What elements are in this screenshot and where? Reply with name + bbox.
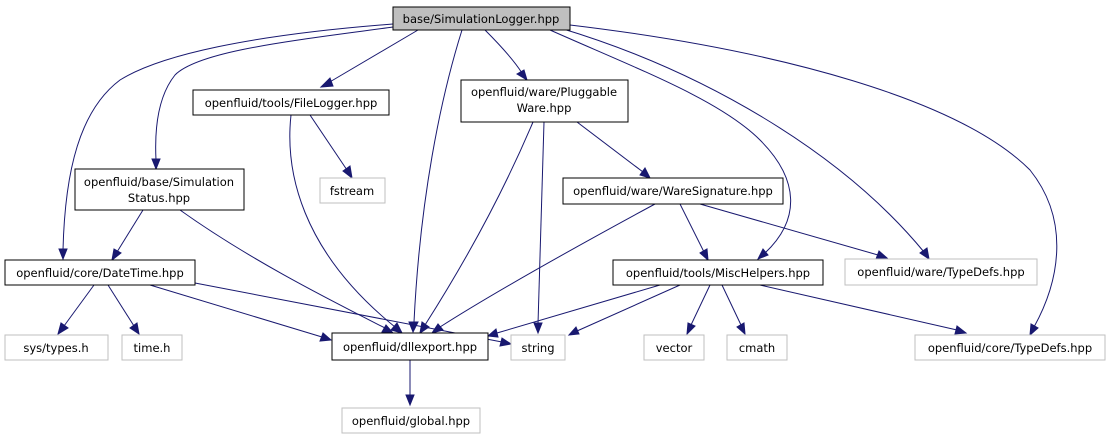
node-root-simulation-logger[interactable]: base/SimulationLogger.hpp xyxy=(392,6,571,31)
node-time-h[interactable]: time.h xyxy=(121,334,183,361)
edge-datetime-to-string xyxy=(194,282,513,347)
node-ware-signature[interactable]: openfluid/ware/WareSignature.hpp xyxy=(562,177,784,205)
edge-root-to-waretypedefs xyxy=(559,27,930,261)
node-label-line1: openfluid/base/Simulation xyxy=(84,175,234,189)
edge-mischelpers-to-dllexport xyxy=(486,284,661,338)
edge-root-to-dllexport xyxy=(408,29,463,334)
edge-mischelpers-to-vector xyxy=(686,284,711,336)
edge-mischelpers-to-coretypedefs xyxy=(759,284,968,335)
node-label: base/SimulationLogger.hpp xyxy=(403,12,560,26)
node-label: openfluid/global.hpp xyxy=(352,414,470,428)
node-dllexport[interactable]: openfluid/dllexport.hpp xyxy=(331,332,489,361)
edge-mischelpers-to-string xyxy=(567,284,681,336)
graph-edges xyxy=(57,23,1058,407)
edge-root-to-coretypedefs xyxy=(569,24,1058,337)
edge-mischelpers-to-cmath xyxy=(721,284,746,336)
node-label: vector xyxy=(656,341,693,355)
node-pluggable-ware[interactable]: openfluid/ware/Pluggable Ware.hpp xyxy=(460,79,629,123)
node-label: openfluid/core/TypeDefs.hpp xyxy=(928,341,1092,355)
edge-pluggable-to-waresig xyxy=(576,121,651,179)
edge-simstatus-to-datetime xyxy=(111,209,144,262)
edge-pluggable-to-string xyxy=(533,121,545,335)
edge-waresig-to-waretypedefs xyxy=(699,203,889,260)
node-global[interactable]: openfluid/global.hpp xyxy=(341,407,481,434)
edge-filelogger-to-dllexport xyxy=(289,114,403,334)
node-cmath[interactable]: cmath xyxy=(726,334,788,361)
node-label: openfluid/tools/MiscHelpers.hpp xyxy=(626,266,810,280)
node-label: openfluid/core/DateTime.hpp xyxy=(16,266,184,280)
node-label: openfluid/ware/WareSignature.hpp xyxy=(573,184,773,198)
edge-datetime-to-timeh xyxy=(107,284,140,336)
node-label: sys/types.h xyxy=(23,341,88,355)
edge-root-to-mischelpers xyxy=(549,29,792,260)
node-label: openfluid/tools/FileLogger.hpp xyxy=(205,96,378,110)
node-misc-helpers[interactable]: openfluid/tools/MiscHelpers.hpp xyxy=(612,259,824,286)
node-label: openfluid/dllexport.hpp xyxy=(343,340,477,354)
edge-dllexport-to-global xyxy=(405,360,415,407)
node-label-line2: Ware.hpp xyxy=(517,101,572,115)
node-filelogger[interactable]: openfluid/tools/FileLogger.hpp xyxy=(192,89,390,116)
edge-root-to-filelogger xyxy=(319,29,419,88)
edge-root-to-simstatus xyxy=(151,26,394,171)
node-core-typedefs[interactable]: openfluid/core/TypeDefs.hpp xyxy=(914,334,1106,361)
edge-pluggable-to-dllexport xyxy=(419,121,534,335)
node-label-line1: openfluid/ware/Pluggable xyxy=(471,85,617,99)
node-label: openfluid/ware/TypeDefs.hpp xyxy=(857,265,1024,279)
edge-root-to-datetime xyxy=(58,23,394,261)
edge-datetime-to-systypes xyxy=(57,284,95,336)
node-vector[interactable]: vector xyxy=(643,334,705,361)
node-label-line2: Status.hpp xyxy=(128,191,190,205)
node-string[interactable]: string xyxy=(510,334,566,361)
node-label: string xyxy=(521,341,554,355)
edge-filelogger-to-fstream xyxy=(309,114,353,180)
node-datetime[interactable]: openfluid/core/DateTime.hpp xyxy=(4,259,196,286)
edge-waresig-to-mischelpers xyxy=(679,203,709,262)
node-label: fstream xyxy=(330,184,374,198)
node-sys-types[interactable]: sys/types.h xyxy=(4,334,109,361)
node-label: cmath xyxy=(739,341,775,355)
node-ware-typedefs[interactable]: openfluid/ware/TypeDefs.hpp xyxy=(844,258,1038,286)
edge-waresig-to-dllexport xyxy=(430,203,656,334)
node-label: time.h xyxy=(134,341,171,355)
node-simulation-status[interactable]: openfluid/base/Simulation Status.hpp xyxy=(74,168,245,211)
edge-datetime-to-dllexport xyxy=(149,284,333,342)
node-fstream[interactable]: fstream xyxy=(319,177,386,204)
edge-root-to-pluggable xyxy=(484,29,528,82)
